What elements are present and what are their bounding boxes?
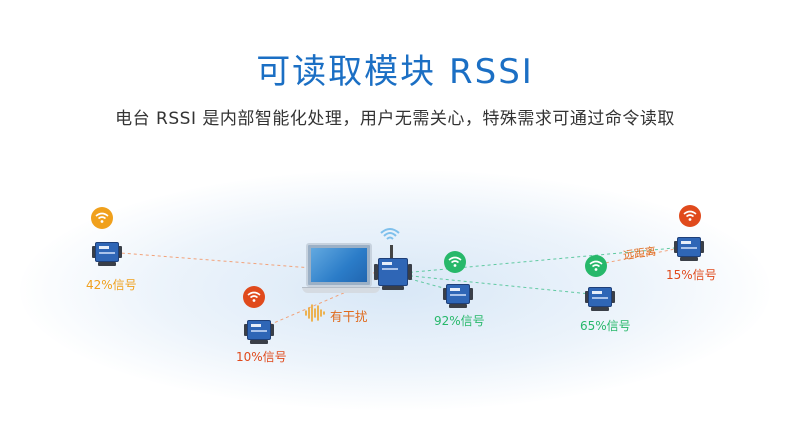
page-subtitle: 电台 RSSI 是内部智能化处理，用户无需关心，特殊需求可通过命令读取 bbox=[115, 109, 675, 129]
node-label: 10%信号 bbox=[236, 350, 287, 364]
sound-wave-icon bbox=[305, 304, 325, 322]
radio-module-icon bbox=[374, 254, 412, 290]
link-hub-42 bbox=[107, 251, 389, 275]
interference-label: 有干扰 bbox=[330, 309, 368, 324]
radio-module-icon bbox=[443, 280, 473, 308]
link-hub-10 bbox=[261, 273, 389, 329]
network-diagram: 42%信号 10%信号 有干扰 92%信号 65%信号 远距离 15%信号 bbox=[0, 150, 790, 431]
node-label: 42%信号 bbox=[86, 278, 137, 292]
laptop-icon bbox=[302, 243, 380, 295]
wifi-icon bbox=[380, 228, 400, 240]
wifi-icon bbox=[243, 286, 265, 308]
radio-module-icon bbox=[585, 283, 615, 311]
antenna bbox=[390, 245, 393, 259]
wifi-icon bbox=[444, 251, 466, 273]
background-glow bbox=[20, 170, 770, 410]
radio-module-icon bbox=[674, 233, 704, 261]
link-hub-65 bbox=[391, 273, 601, 296]
link-far-segment bbox=[599, 246, 686, 265]
connection-lines bbox=[107, 246, 686, 329]
wifi-icon bbox=[585, 255, 607, 277]
radio-module-icon bbox=[92, 238, 122, 266]
node-label: 15%信号 bbox=[666, 268, 717, 282]
node-label: 65%信号 bbox=[580, 319, 631, 333]
radio-module-icon bbox=[244, 316, 274, 344]
link-hub-15 bbox=[391, 246, 686, 275]
wifi-icon bbox=[91, 207, 113, 229]
node-label: 92%信号 bbox=[434, 314, 485, 328]
page-title: 可读取模块 RSSI bbox=[256, 52, 534, 92]
wifi-icon bbox=[679, 205, 701, 227]
